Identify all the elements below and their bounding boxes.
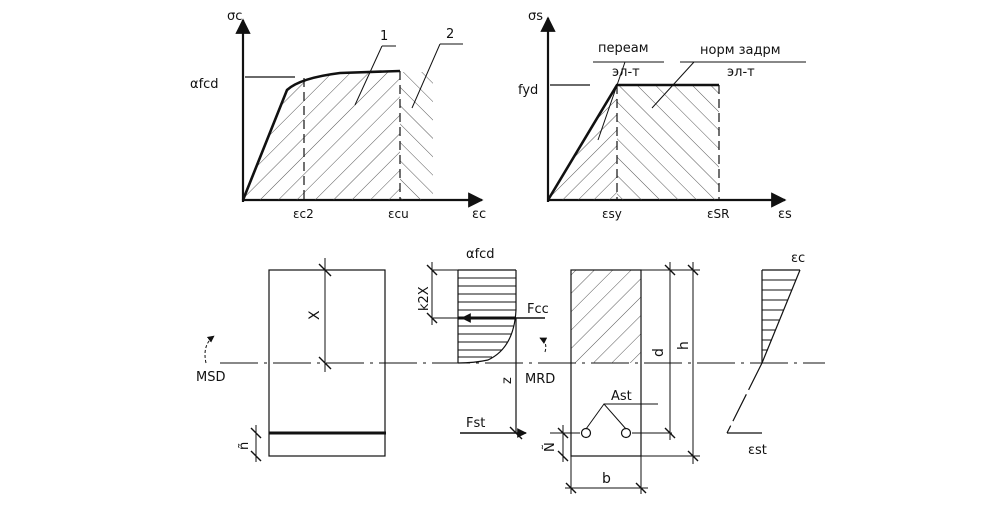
beam-x-label: X — [307, 310, 323, 320]
strain-tension-slope — [726, 362, 763, 434]
strain-top-label: εc — [791, 251, 805, 266]
cover-label: Ñ — [542, 442, 558, 452]
cross-section-compression-zone — [571, 270, 641, 363]
rebar-left — [580, 427, 592, 439]
concrete-stress-strain-diagram: σc εc αfcd εc2 εcu 1 2 — [190, 9, 486, 222]
stress-block-hatch — [458, 277, 516, 358]
concrete-label-1: 1 — [380, 29, 388, 44]
concrete-tick-ec2: εc2 — [293, 207, 314, 221]
steel-plastic-label-line2: эл-т — [727, 65, 755, 80]
concrete-leader-2 — [411, 43, 441, 109]
concrete-area-1 — [243, 71, 400, 200]
concrete-label-2: 2 — [446, 27, 454, 42]
tension-force-label: Fst — [466, 416, 485, 431]
beam-elevation: X MSD ñ — [196, 258, 386, 462]
stress-block-curve — [457, 270, 517, 364]
resisting-moment-arrow — [539, 337, 548, 353]
steel-tick-esy: εsy — [602, 207, 622, 221]
rebar-right — [620, 427, 632, 439]
steel-elastic-label-line1: переам — [598, 41, 649, 56]
concrete-leader-1 — [354, 45, 383, 106]
concrete-y-axis-label: σc — [227, 9, 242, 24]
concrete-curve — [241, 69, 401, 201]
concrete-tick-ecu: εcu — [388, 207, 409, 221]
steel-x-axis-label: εs — [778, 207, 792, 222]
steel-elastic-leader — [597, 61, 626, 141]
beam-cover-label: ñ — [237, 442, 252, 450]
compression-force-label: Fcc — [527, 302, 549, 317]
steel-elastic-label-line2: эл-т — [612, 65, 640, 80]
k2x-label: k2X — [417, 286, 432, 311]
stress-block-top-label: αfcd — [466, 247, 495, 262]
strain-diagram: εc εst — [726, 251, 805, 458]
steel-leader — [585, 403, 627, 430]
steel-y-axis-label: σs — [528, 9, 543, 24]
concrete-x-axis-label: εc — [472, 207, 486, 222]
strain-compression-slope — [761, 269, 801, 364]
stress-block-diagram: αfcd k2X Fcc Fst z MRD — [417, 247, 555, 440]
concrete-area-2 — [400, 72, 433, 200]
steel-area-label: Ast — [611, 389, 632, 404]
steel-stress-level-label: fyd — [518, 83, 538, 98]
lever-arm-label: z — [500, 377, 515, 384]
beam-moment-label: MSD — [196, 370, 225, 385]
steel-tick-esr: εSR — [707, 207, 729, 221]
beam-outline — [268, 269, 386, 457]
h-label: h — [676, 341, 692, 350]
steel-plastic-leader — [651, 61, 695, 109]
concrete-stress-level-label: αfcd — [190, 77, 219, 92]
b-label: b — [602, 471, 611, 487]
steel-stress-strain-diagram: σs εs fyd εsy εSR переам эл-т норм задрм… — [518, 9, 806, 222]
resisting-moment-label: MRD — [525, 372, 555, 387]
strain-hatch — [762, 279, 796, 351]
steel-plastic-area — [617, 85, 719, 200]
d-label: d — [651, 348, 667, 357]
strain-bottom-label: εst — [748, 443, 767, 458]
beam-moment-arrow — [204, 335, 215, 364]
cross-section: d h b Ast Ñ — [542, 262, 700, 494]
cross-section-outline — [570, 269, 642, 457]
steel-plastic-label-line1: норм задрм — [700, 43, 781, 58]
